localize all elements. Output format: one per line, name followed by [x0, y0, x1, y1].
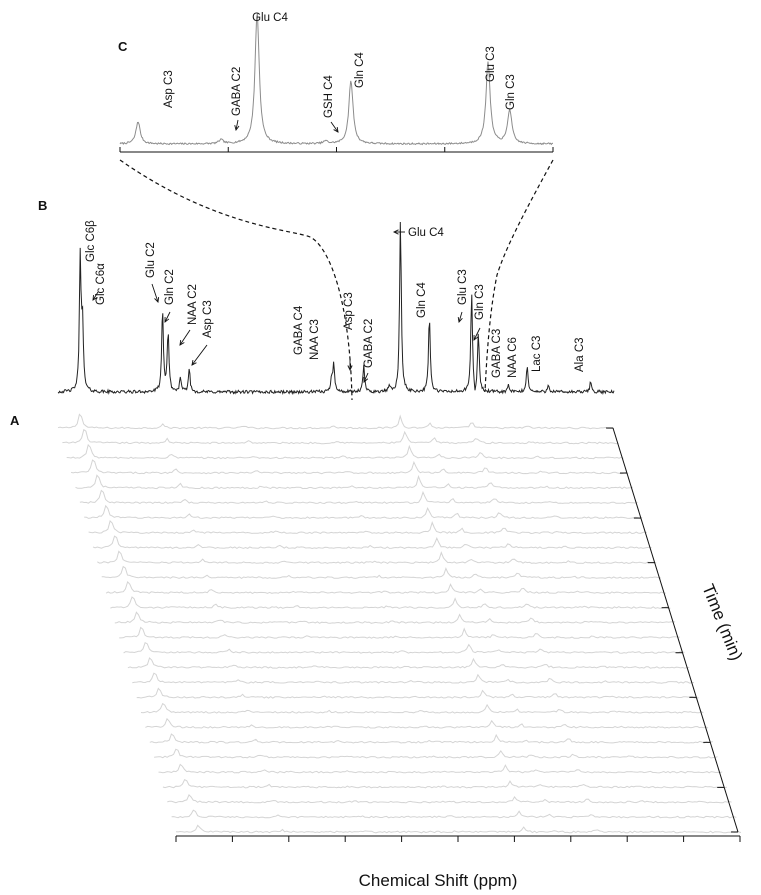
peak-arrowhead: [473, 334, 479, 341]
peak-arrow: [473, 327, 481, 341]
stacked-spectrum-trace: [97, 550, 657, 564]
stacked-spectrum-trace: [57, 413, 615, 430]
spectrum-c-trace: [119, 13, 554, 146]
stacked-spectrum-trace: [79, 489, 638, 505]
peak-label: GABA C4: [293, 305, 305, 355]
peak-arrowhead: [154, 296, 160, 303]
stacked-spectrum-trace: [75, 474, 633, 490]
stacked-spectrum-trace: [101, 565, 662, 580]
peak-label: Lac C3: [531, 336, 543, 372]
spectrum-b-trace: [57, 221, 615, 396]
peak-label: Ala C3: [574, 337, 586, 372]
stacked-spectrum-trace: [154, 748, 718, 759]
peak-label: Asp C3: [202, 300, 214, 338]
spectrum-panel-b: [57, 221, 615, 396]
x-axis-title: Chemical Shift (ppm): [359, 871, 518, 890]
peak-label: Asp C3: [343, 292, 355, 330]
peak-arrowhead: [179, 339, 185, 346]
zoom-connector-left: [119, 159, 353, 401]
peak-label: Gln C3: [474, 284, 486, 320]
peak-label: Glc C6β: [85, 220, 97, 262]
peak-arrow: [92, 291, 99, 301]
peak-label: GSH C4: [323, 75, 335, 118]
stacked-spectrum-trace: [114, 611, 676, 624]
stacked-spectrum-trace: [119, 626, 680, 639]
peak-label: Glu C3: [485, 46, 497, 82]
peak-arrowhead: [333, 126, 339, 133]
stacked-spectrum-trace: [110, 596, 671, 609]
stacked-spectrum-trace: [145, 717, 709, 729]
stacked-spectrum-trace: [84, 504, 643, 520]
peak-arrow: [179, 329, 191, 346]
peak-arrowhead: [347, 365, 353, 372]
peak-label: Gln C2: [164, 269, 176, 305]
stacked-spectrum-trace: [92, 535, 652, 550]
stacked-spectrum-trace: [149, 733, 713, 744]
peak-arrow: [330, 121, 339, 133]
peak-label: NAA C2: [187, 284, 199, 325]
stacked-spectrum-trace: [162, 779, 728, 789]
peak-arrow: [363, 372, 369, 383]
peak-label: Glu C4: [252, 12, 288, 24]
peak-label: Asp C3: [163, 70, 175, 108]
peak-label: Glu C4: [408, 227, 444, 239]
time-axis-line: [612, 427, 739, 833]
stacked-spectrum-trace: [175, 824, 742, 834]
peak-arrow: [458, 311, 463, 323]
stacked-spectrum-trace: [158, 763, 723, 774]
stacked-spectrum-trace: [66, 443, 624, 460]
peak-label: GABA C3: [491, 329, 503, 378]
peak-arrowhead: [191, 360, 197, 366]
peak-arrowhead: [164, 316, 170, 323]
axes: [175, 427, 741, 842]
stacked-spectrum-trace: [123, 641, 685, 654]
peak-arrowhead: [92, 294, 98, 301]
zoom-connector-lines: [119, 159, 554, 401]
stacked-spectrum-trace: [62, 428, 619, 445]
peak-arrowhead: [457, 316, 463, 323]
peak-label: Glu C2: [145, 242, 157, 278]
stacked-spectrum-trace: [171, 809, 737, 819]
stacked-spectrum-trace: [88, 520, 648, 535]
peak-label: Glu C3: [457, 269, 469, 305]
peak-arrow: [164, 311, 171, 323]
peak-arrow: [191, 344, 208, 366]
spectrum-panel-c: [119, 13, 554, 153]
peak-label: Gln C4: [416, 282, 428, 318]
stacked-spectrum-trace: [70, 459, 629, 475]
peak-arrowhead: [234, 125, 240, 132]
panel-letter-b: B: [38, 198, 47, 213]
panel-letter-c: C: [118, 39, 128, 54]
stacked-spectrum-trace: [127, 657, 690, 669]
peak-label: Gln C4: [354, 52, 366, 88]
panel-letter-a: A: [10, 413, 20, 428]
stacked-spectra-panel-a: [57, 413, 742, 834]
peak-arrow: [235, 119, 239, 131]
stacked-spectrum-trace: [105, 580, 666, 594]
stacked-spectrum-trace: [132, 672, 695, 684]
stacked-spectrum-trace: [167, 794, 732, 804]
peak-label: Gln C3: [505, 74, 517, 110]
peak-arrowhead: [363, 376, 369, 383]
peak-label: NAA C3: [309, 319, 321, 360]
peak-arrowhead: [392, 229, 399, 235]
peak-label: GABA C2: [363, 319, 375, 368]
time-axis-title: Time (min): [698, 581, 746, 663]
zoom-connector-right: [484, 159, 554, 393]
peak-label: NAA C6: [507, 337, 519, 378]
stacked-spectrum-trace: [136, 687, 699, 699]
peak-arrow: [151, 283, 159, 303]
peak-label: Glc C6α: [95, 263, 107, 305]
peak-label: GABA C2: [231, 67, 243, 116]
stacked-spectrum-trace: [140, 702, 704, 714]
